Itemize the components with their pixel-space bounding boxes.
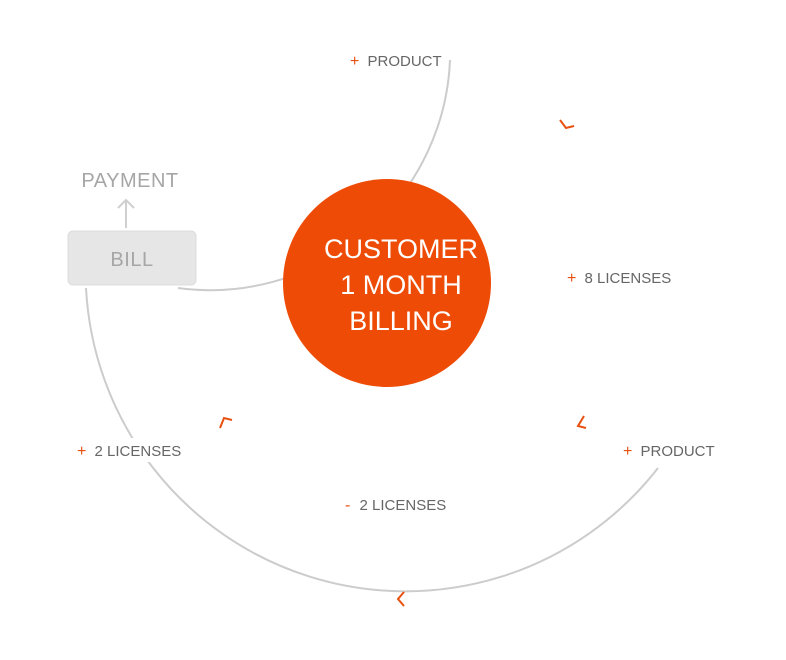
center-line-2: 1 MONTH [340,270,462,300]
label-8-licenses: + 8 LICENSES [567,270,671,287]
arrow-inner-left-icon [219,416,233,429]
arrow-top-right-icon [559,119,575,130]
svg-text:+ 8 LICENSES: + 8 LICENSES [567,270,671,287]
left-licenses-text: 2 LICENSES [95,443,182,460]
right-product-sign: + [623,443,632,460]
svg-text:- 2 LICENSES: - 2 LICENSES [345,497,446,514]
label-minus-2-licenses: - 2 LICENSES [345,497,446,514]
label-gap-minus-licenses [338,492,454,516]
top-product-text: PRODUCT [368,53,442,70]
svg-text:+ 2 LICENSES: + 2 LICENSES [77,443,181,460]
bill-label: BILL [110,249,153,271]
minus-licenses-sign: - [345,497,350,514]
center-line-1: CUSTOMER [324,234,478,264]
eight-licenses-sign: + [567,270,576,287]
svg-text:+ PRODUCT: + PRODUCT [623,443,715,460]
label-gap-8-licenses [560,265,680,289]
center-line-3: BILLING [349,306,453,336]
minus-licenses-text: 2 LICENSES [360,497,447,514]
label-right-product: + PRODUCT [623,443,715,460]
center-circle [283,179,491,387]
left-licenses-sign: + [77,443,86,460]
right-product-text: PRODUCT [641,443,715,460]
bill-box [67,230,197,286]
label-top-product: + PRODUCT [350,53,442,70]
up-arrow-icon [117,198,135,228]
label-left-2-licenses: + 2 LICENSES [77,443,181,460]
payment-label: PAYMENT [81,170,178,192]
outer-cycle-arc [85,287,659,593]
arrow-bottom-left-icon [396,591,405,607]
label-gap-left-licenses [70,438,190,462]
svg-text:+ PRODUCT: + PRODUCT [350,53,442,70]
eight-licenses-text: 8 LICENSES [585,270,672,287]
arrow-right-down-icon [576,415,587,429]
top-product-sign: + [350,53,359,70]
